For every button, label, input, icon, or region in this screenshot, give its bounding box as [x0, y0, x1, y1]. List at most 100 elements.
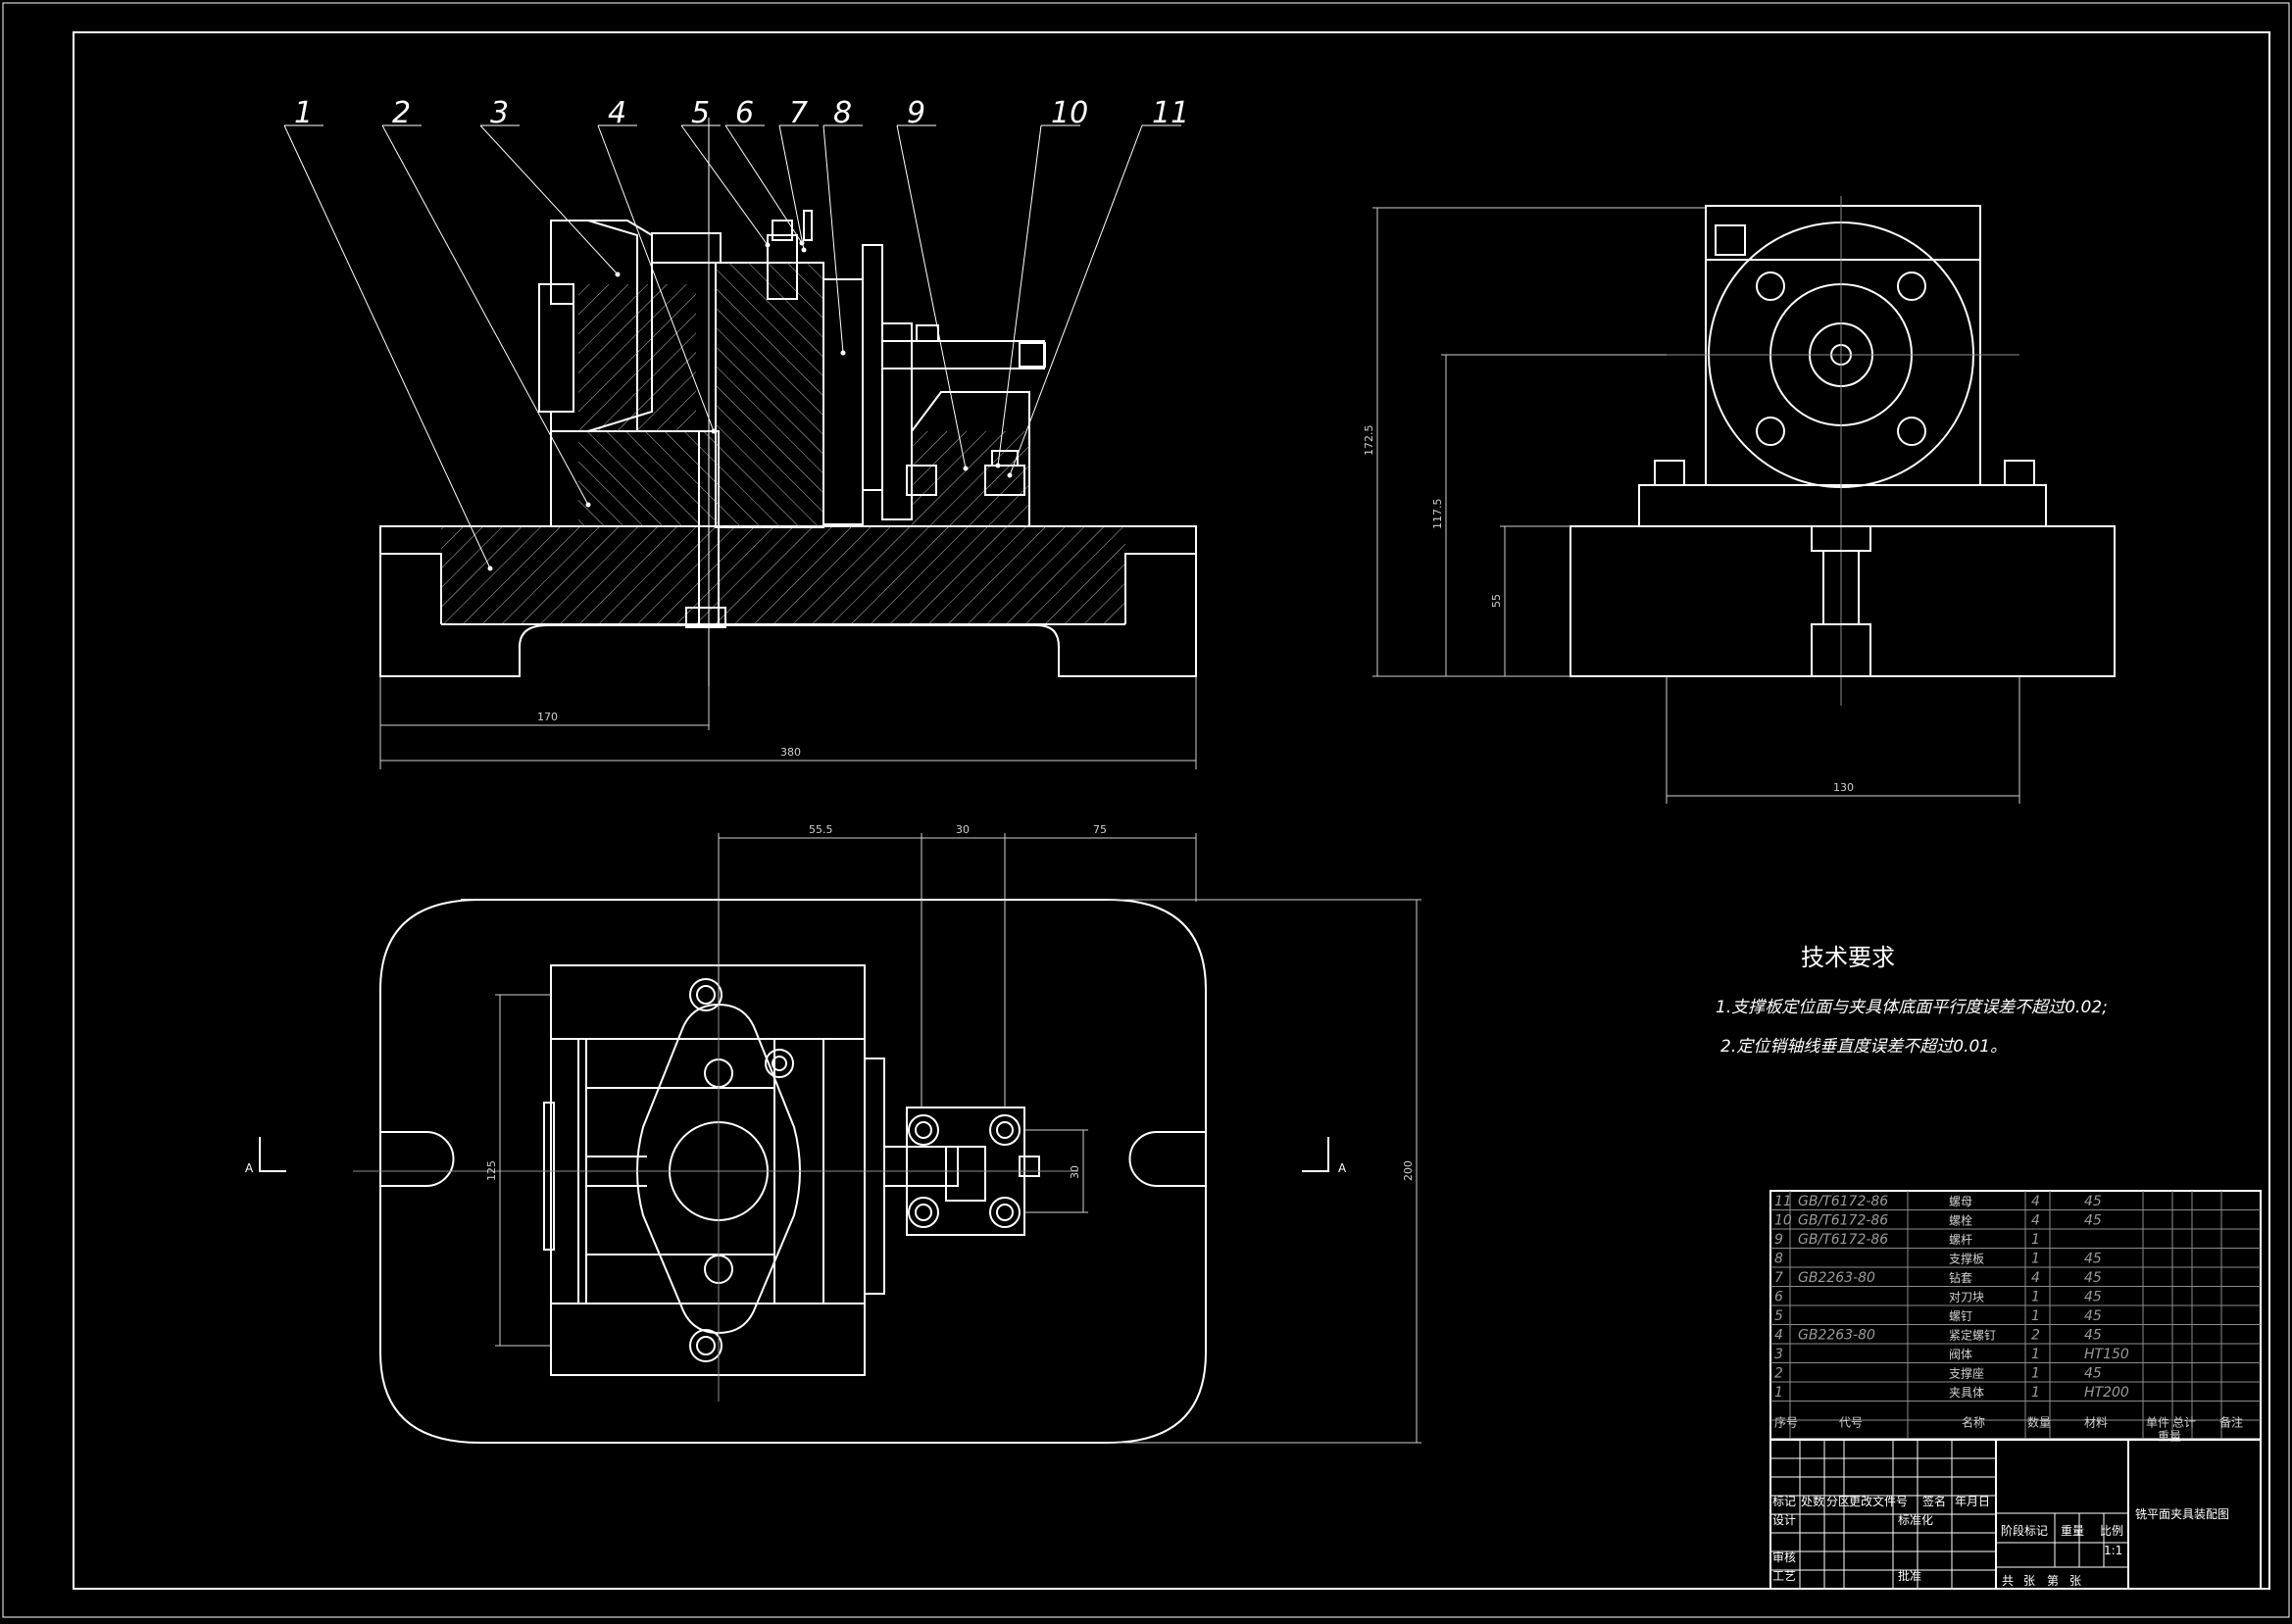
front-view: 170 380	[379, 118, 1197, 769]
title-block-label: 比例	[2100, 1524, 2123, 1538]
callout-5: 5	[691, 96, 710, 130]
bom-name: 支撑座	[1949, 1366, 1984, 1381]
title-block-label: 标记	[1772, 1495, 1796, 1508]
bom-qty: 1	[2031, 1308, 2040, 1324]
callout-3: 3	[490, 96, 509, 130]
bom-material: 45	[2084, 1290, 2102, 1305]
title-block-label: 重量	[2061, 1524, 2084, 1538]
callout-9: 9	[907, 96, 925, 130]
dim-170: 170	[537, 711, 558, 723]
bom-name: 对刀块	[1949, 1291, 1984, 1304]
title-block-scale: 1:1	[2104, 1544, 2122, 1557]
bom-qty: 2	[2031, 1328, 2040, 1344]
bom-name: 夹具体	[1949, 1386, 1984, 1400]
title-block-label: 张	[2069, 1574, 2081, 1588]
bom-code: GB2263-80	[1798, 1270, 1875, 1286]
bom-no: 6	[1774, 1290, 1783, 1305]
bom-material: HT150	[2084, 1347, 2129, 1362]
dim-130: 130	[1833, 781, 1854, 794]
bom-no: 11	[1774, 1194, 1792, 1209]
bom-no: 3	[1774, 1347, 1783, 1362]
title-block-label: 更改文件号	[1849, 1494, 1908, 1508]
bom-material: HT200	[2084, 1385, 2129, 1401]
tech-requirement-1: 1.支撑板定位面与夹具体底面平行度误差不超过0.02;	[1716, 998, 2108, 1017]
bom-header-cell: 总计	[2172, 1416, 2196, 1430]
title-block-label: 处数	[1801, 1494, 1824, 1508]
top-body	[550, 964, 866, 1376]
bom-material: 45	[2084, 1308, 2102, 1324]
title-block: 标记处数分区更改文件号签名年月日设计标准化审核工艺批准阶段标记重量比例共张第张1…	[1769, 1439, 2262, 1590]
dim-30-top: 30	[956, 823, 970, 836]
bom-code: GB/T6172-86	[1798, 1194, 1888, 1209]
bom-no: 1	[1774, 1385, 1783, 1401]
dim-172-5: 172.5	[1363, 425, 1375, 457]
bom-name: 螺钉	[1949, 1309, 1972, 1323]
drawing-title: 铣平面夹具装配图	[2135, 1507, 2229, 1521]
bom-name: 螺栓	[1949, 1213, 1972, 1228]
bom-name: 紧定螺钉	[1949, 1328, 1996, 1343]
dim-30-side: 30	[1069, 1165, 1081, 1179]
dim-200: 200	[1402, 1160, 1415, 1181]
bom-material: 45	[2084, 1366, 2102, 1382]
bom-code: GB/T6172-86	[1798, 1232, 1888, 1248]
bom-header-weight: 重量	[2158, 1430, 2181, 1444]
callout-10: 10	[1051, 96, 1088, 130]
callout-11: 11	[1152, 96, 1189, 130]
callout-4: 4	[608, 96, 626, 130]
top-base-outline	[379, 899, 1207, 1444]
bom-qty: 1	[2031, 1385, 2040, 1401]
bom-qty: 4	[2031, 1194, 2040, 1209]
tech-requirements: 技术要求 1.支撑板定位面与夹具体底面平行度误差不超过0.02; 2.定位销轴线…	[1716, 944, 2108, 1057]
title-block-label: 批准	[1898, 1568, 1921, 1583]
bom-code: GB2263-80	[1798, 1328, 1875, 1344]
nut-left	[906, 465, 937, 496]
dim-380: 380	[780, 746, 801, 759]
side-body	[1705, 259, 1981, 486]
title-block-label: 共	[2002, 1574, 2014, 1588]
bom-header-cell: 数量	[2027, 1415, 2051, 1430]
dim-125: 125	[485, 1160, 498, 1181]
valve-body	[550, 220, 638, 432]
inner-border	[73, 31, 2270, 1590]
dim-55-5: 55.5	[809, 823, 833, 836]
title-block-label: 设计	[1772, 1513, 1796, 1527]
tech-requirement-2: 2.定位销轴线垂直度误差不超过0.01。	[1720, 1037, 2007, 1057]
title-block-label: 分区	[1826, 1495, 1850, 1508]
callout-6: 6	[735, 96, 754, 130]
title-block-label: 年月日	[1955, 1495, 1990, 1508]
bom-name: 支撑板	[1949, 1252, 1984, 1266]
bom-header-cell: 序号	[1774, 1415, 1798, 1430]
title-block-label: 审核	[1772, 1550, 1796, 1564]
bom-header-cell: 单件	[2146, 1416, 2169, 1430]
bom-name: 阀体	[1949, 1348, 1972, 1361]
bom-name: 螺母	[1949, 1195, 1972, 1208]
bom-qty: 1	[2031, 1347, 2040, 1362]
bom-header-cell: 备注	[2219, 1415, 2243, 1430]
title-block-label: 工艺	[1772, 1569, 1796, 1583]
tool-setting-block	[822, 278, 864, 525]
title-block-label: 阶段标记	[2001, 1523, 2048, 1538]
side-view: 172.5 117.5 55 130	[1363, 196, 2116, 804]
bom-code: GB/T6172-86	[1798, 1213, 1888, 1229]
bom-name: 钻套	[1949, 1270, 1972, 1285]
bom-header-cell: 材料	[2084, 1416, 2108, 1430]
bom-no: 8	[1774, 1252, 1783, 1267]
title-block-label: 标准化	[1898, 1513, 1933, 1527]
tech-requirements-heading: 技术要求	[1801, 944, 1895, 971]
side-base	[1570, 525, 2116, 677]
dim-75: 75	[1093, 823, 1107, 836]
bom-qty: 1	[2031, 1232, 2040, 1248]
dim-55: 55	[1490, 594, 1503, 608]
bom-no: 5	[1774, 1308, 1783, 1324]
bom-qty: 4	[2031, 1270, 2040, 1286]
callout-7: 7	[789, 96, 808, 130]
dim-117-5: 117.5	[1431, 499, 1444, 530]
section-marker-right: A	[1338, 1161, 1347, 1175]
title-block-label: 第	[2047, 1574, 2059, 1588]
bom-no: 7	[1774, 1270, 1783, 1286]
callout-8: 8	[833, 96, 852, 130]
